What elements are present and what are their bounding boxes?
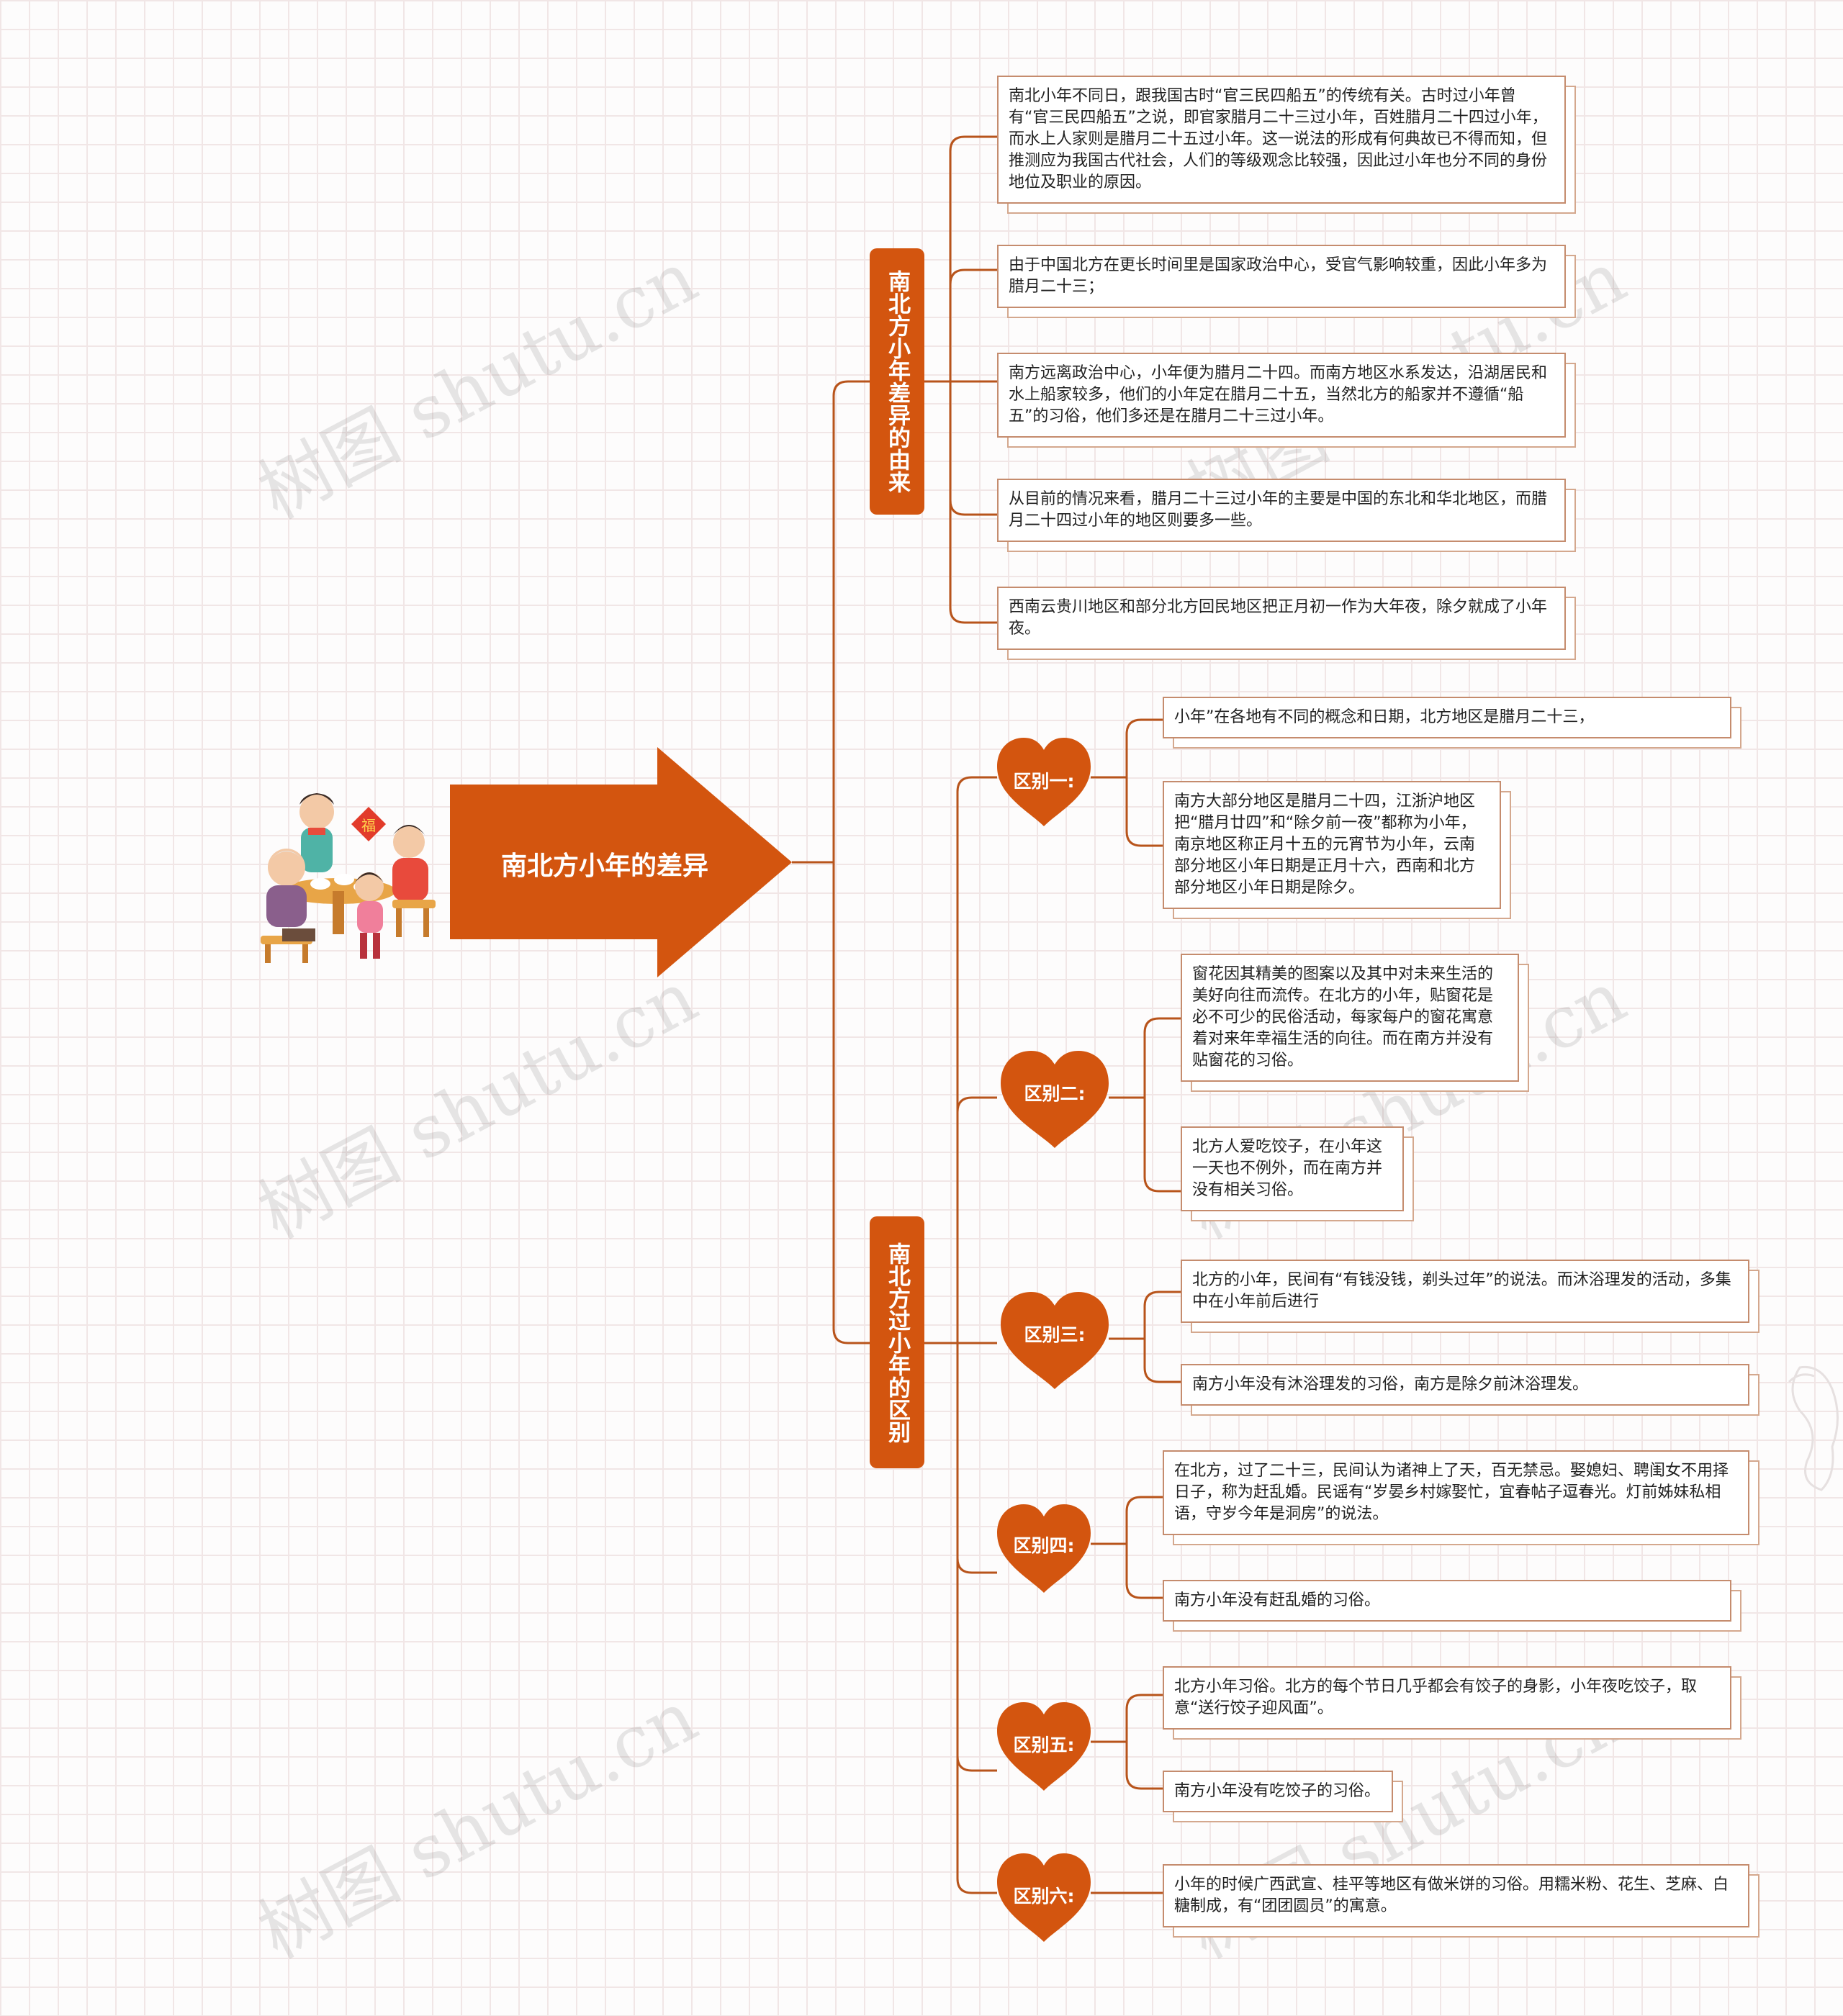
- diff1-item-2[interactable]: 南方大部分地区是腊月二十四，江浙沪地区把“腊月廿四”和“除夕前一夜”都称为小年，…: [1163, 781, 1501, 909]
- diff4-item-2[interactable]: 南方小年没有赶乱婚的习俗。: [1163, 1580, 1731, 1622]
- heart-label-5[interactable]: 区别五:: [993, 1731, 1094, 1757]
- heart-label-2[interactable]: 区别二:: [1004, 1080, 1105, 1106]
- diff6-item-1[interactable]: 小年的时候广西武宣、桂平等地区有做米饼的习俗。用糯米粉、花生、芝麻、白糖制成，有…: [1163, 1864, 1749, 1927]
- origin-item-5[interactable]: 西南云贵川地区和部分北方回民地区把正月初一作为大年夜，除夕就成了小年夜。: [997, 587, 1566, 650]
- diff5-item-2[interactable]: 南方小年没有吃饺子的习俗。: [1163, 1771, 1393, 1812]
- origin-item-2[interactable]: 由于中国北方在更长时间里是国家政治中心，受官气影响较重，因此小年多为腊月二十三；: [997, 245, 1566, 308]
- origin-item-1[interactable]: 南北小年不同日，跟我国古时“官三民四船五”的传统有关。古时过小年曾有“官三民四船…: [997, 76, 1566, 204]
- diff3-item-2[interactable]: 南方小年没有沐浴理发的习俗，南方是除夕前沐浴理发。: [1181, 1364, 1749, 1406]
- diff5-item-1[interactable]: 北方小年习俗。北方的每个节日几乎都会有饺子的身影，小年夜吃饺子，取意“送行饺子迎…: [1163, 1666, 1731, 1730]
- diff2-item-1[interactable]: 窗花因其精美的图案以及其中对未来生活的美好向往而流传。在北方的小年，贴窗花是必不…: [1181, 954, 1519, 1082]
- heart-label-3[interactable]: 区别三:: [1004, 1321, 1105, 1347]
- diff4-item-1[interactable]: 在北方，过了二十三，民间认为诸神上了天，百无禁忌。娶媳妇、聘闺女不用择日子，称为…: [1163, 1450, 1749, 1535]
- diff2-item-2[interactable]: 北方人爱吃饺子，在小年这一天也不例外，而在南方并没有相关习俗。: [1181, 1126, 1404, 1211]
- heart-label-6[interactable]: 区别六:: [993, 1882, 1094, 1908]
- origin-item-4[interactable]: 从目前的情况来看，腊月二十三过小年的主要是中国的东北和华北地区，而腊月二十四过小…: [997, 479, 1566, 542]
- heart-label-4[interactable]: 区别四:: [993, 1532, 1094, 1558]
- diff1-item-1[interactable]: 小年”在各地有不同的概念和日期，北方地区是腊月二十三，: [1163, 697, 1731, 738]
- origin-item-3[interactable]: 南方远离政治中心，小年便为腊月二十四。而南方地区水系发达，沿湖居民和水上船家较多…: [997, 353, 1566, 438]
- heart-label-1[interactable]: 区别一:: [993, 767, 1094, 793]
- diff3-item-1[interactable]: 北方的小年，民间有“有钱没钱，剃头过年”的说法。而沐浴理发的活动，多集中在小年前…: [1181, 1260, 1749, 1323]
